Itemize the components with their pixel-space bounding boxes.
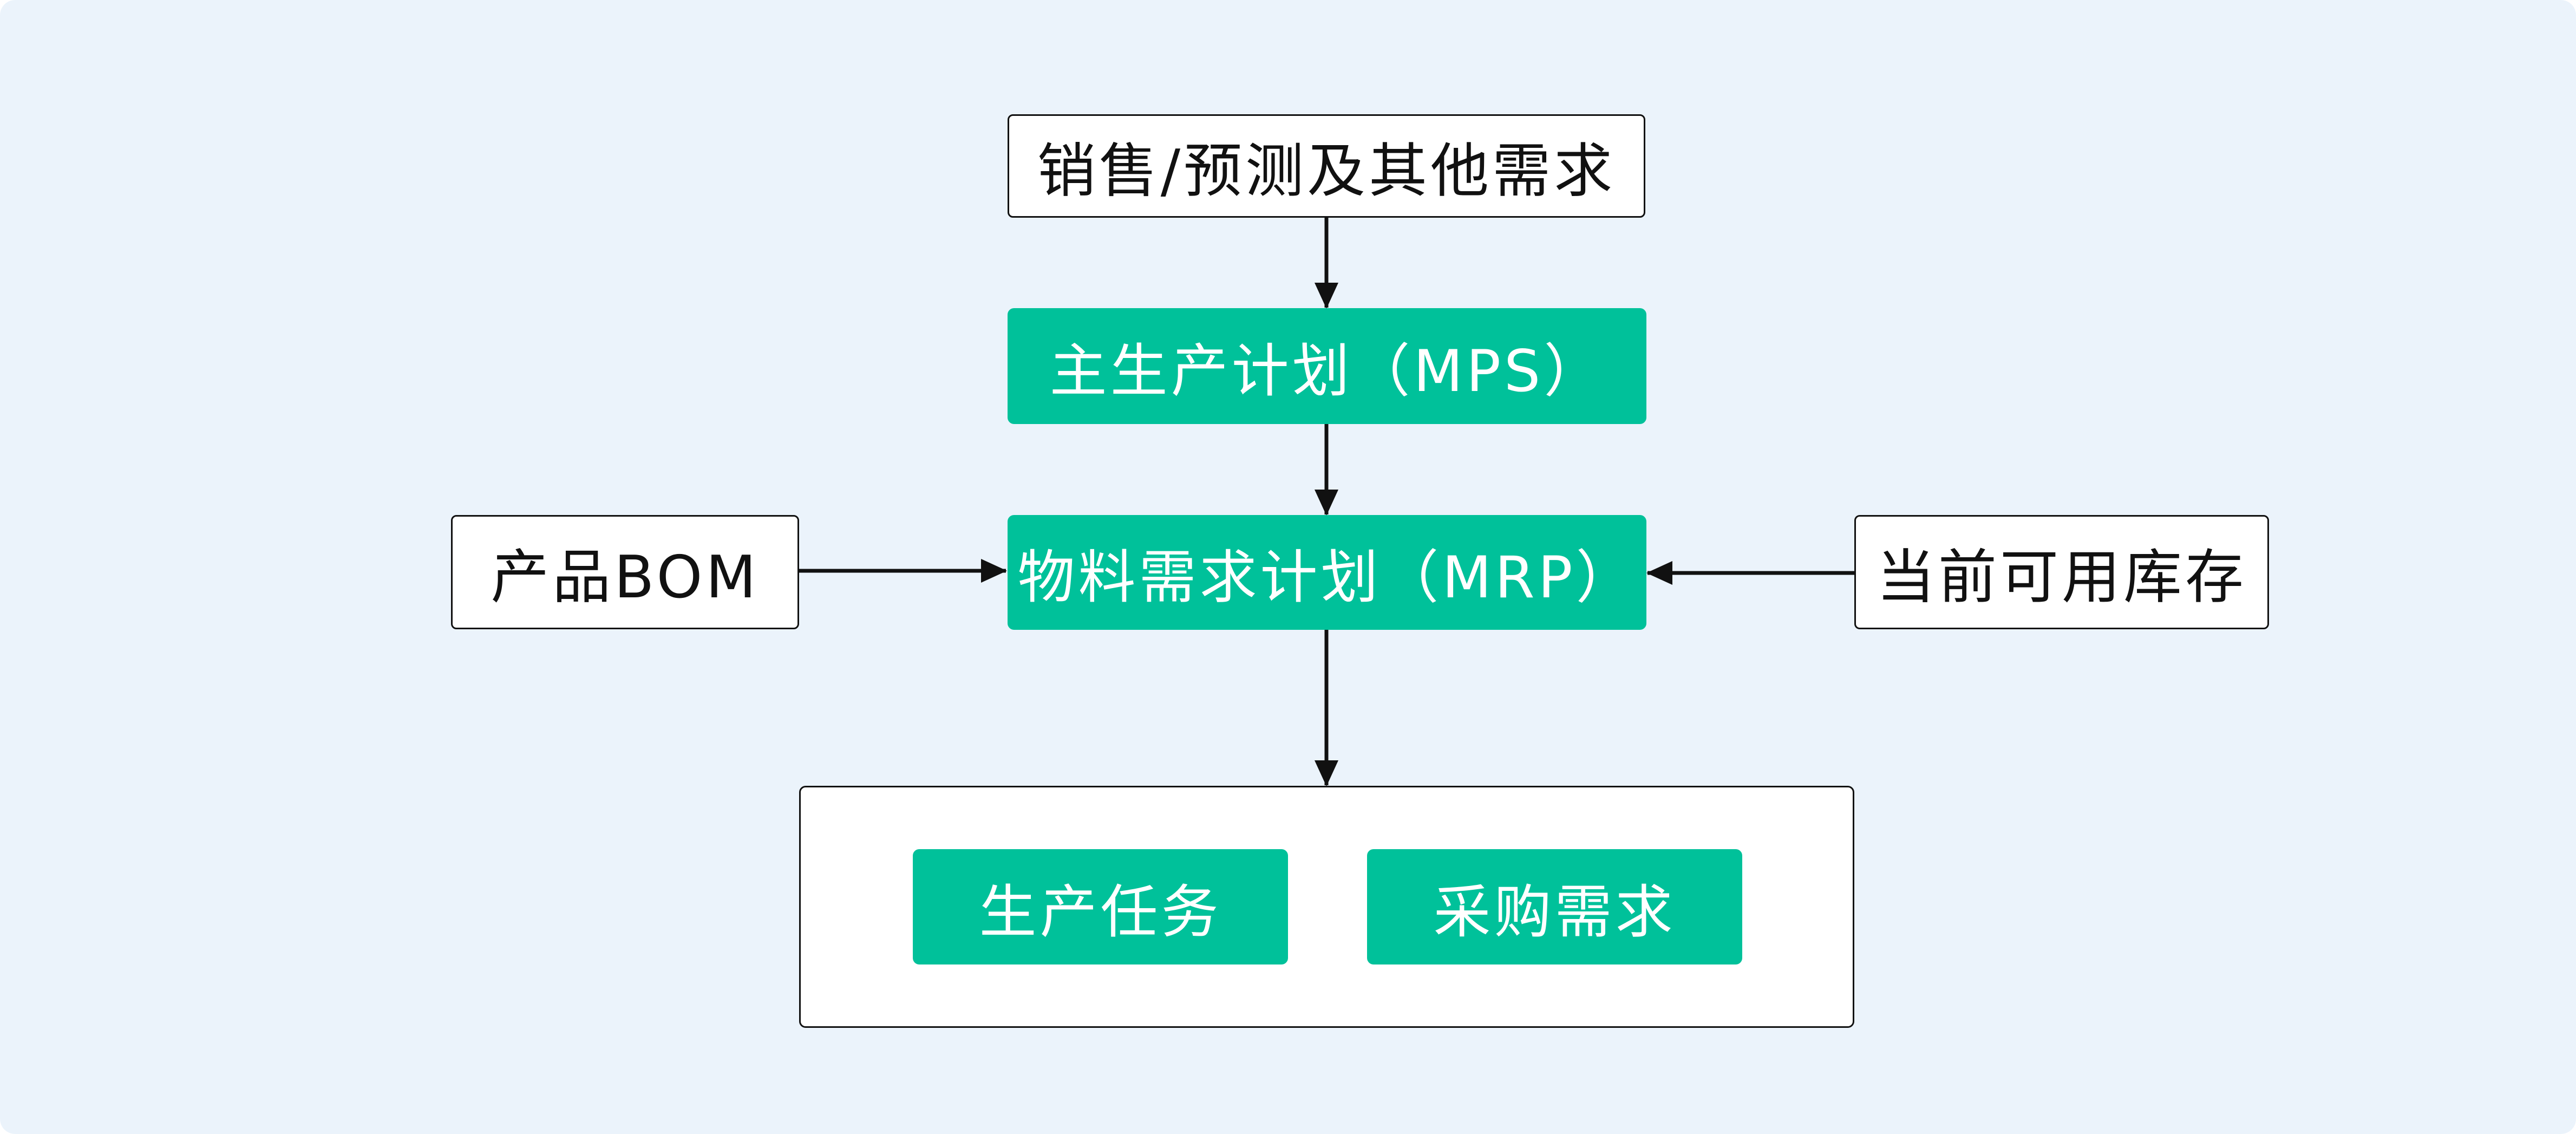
node-bom: 产品BOM bbox=[451, 515, 799, 629]
node-demand-label: 销售/预测及其他需求 bbox=[1037, 137, 1616, 205]
node-mrp: 物料需求计划（MRP） bbox=[1008, 515, 1646, 630]
node-mrp-label: 物料需求计划（MRP） bbox=[1017, 544, 1637, 611]
node-production-task: 生产任务 bbox=[913, 849, 1288, 964]
node-purchase-demand-label: 采购需求 bbox=[1433, 878, 1676, 946]
node-production-task-label: 生产任务 bbox=[979, 878, 1222, 946]
node-inventory: 当前可用库存 bbox=[1854, 515, 2269, 629]
node-purchase-demand: 采购需求 bbox=[1367, 849, 1742, 964]
node-mps: 主生产计划（MPS） bbox=[1008, 308, 1646, 424]
node-inventory-label: 当前可用库存 bbox=[1876, 543, 2247, 611]
node-mps-label: 主生产计划（MPS） bbox=[1049, 338, 1605, 405]
node-demand: 销售/预测及其他需求 bbox=[1008, 114, 1645, 218]
node-bom-label: 产品BOM bbox=[491, 543, 760, 611]
